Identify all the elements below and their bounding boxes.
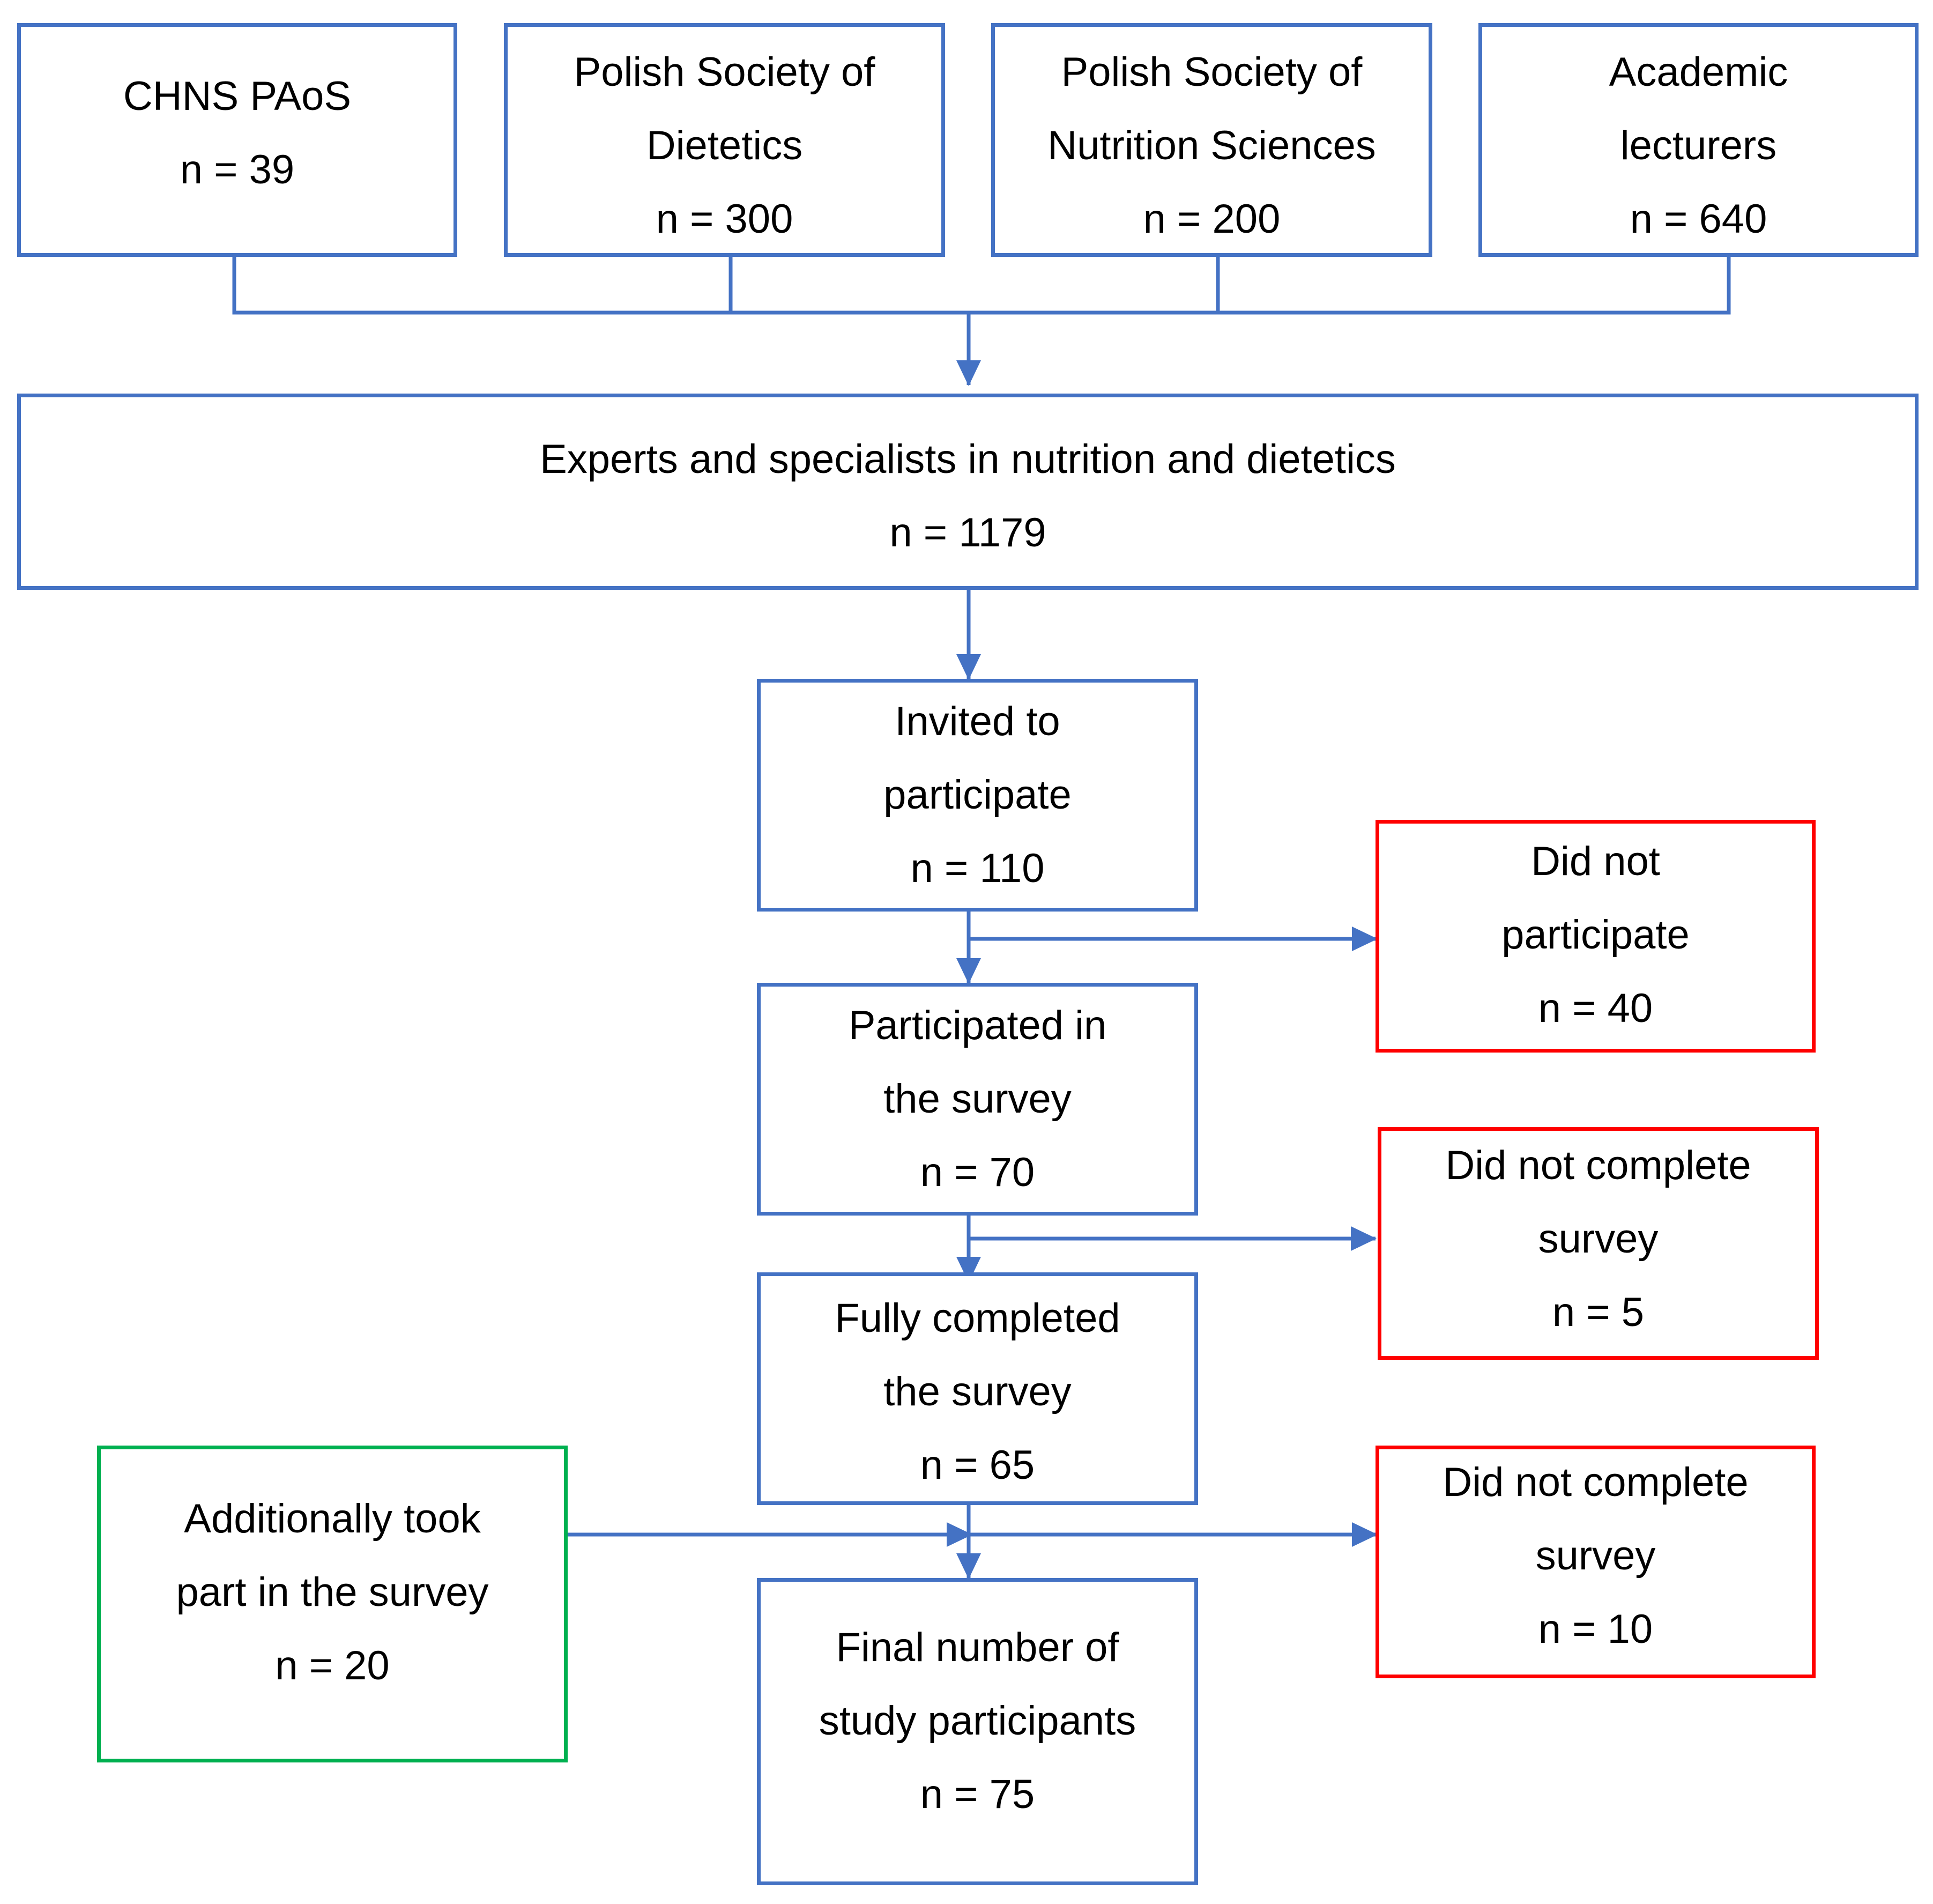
source-name-line: Dietetics — [646, 123, 803, 168]
step-label-line: study participants — [819, 1698, 1136, 1744]
exclusion-count: n = 40 — [1538, 986, 1653, 1031]
invited-box: Invited to participate n = 110 — [757, 679, 1198, 912]
experts-pool-box: Experts and specialists in nutrition and… — [17, 394, 1919, 590]
source-box-chns-paos: CHNS PAoS n = 39 — [17, 23, 457, 257]
did-not-complete-survey-box-1: Did not complete survey n = 5 — [1378, 1127, 1819, 1360]
pool-count: n = 1179 — [889, 510, 1046, 555]
pool-label: Experts and specialists in nutrition and… — [540, 436, 1396, 482]
exclusion-label-line: Did not complete — [1443, 1460, 1749, 1505]
additional-participants-box: Additionally took part in the survey n =… — [97, 1446, 568, 1762]
source-count: n = 300 — [656, 196, 793, 242]
exclusion-label-line: participate — [1501, 912, 1690, 958]
step-label-line: Participated in — [848, 1003, 1107, 1048]
step-label-line: Final number of — [836, 1625, 1119, 1670]
source-count: n = 39 — [180, 147, 295, 192]
sources-merge-connector — [232, 255, 1731, 315]
completed-box: Fully completed the survey n = 65 — [757, 1272, 1198, 1505]
exclusion-count: n = 5 — [1552, 1290, 1645, 1335]
step-count: n = 110 — [910, 846, 1045, 891]
source-name-line: Polish Society of — [574, 49, 875, 95]
step-count: n = 75 — [920, 1772, 1035, 1817]
step-label-line: the survey — [883, 1369, 1072, 1414]
source-name-line: Nutrition Sciences — [1047, 123, 1376, 168]
source-box-polish-society-nutrition-sciences: Polish Society of Nutrition Sciences n =… — [991, 23, 1432, 257]
exclusion-label-line: survey — [1538, 1216, 1659, 1262]
step-count: n = 65 — [920, 1442, 1035, 1488]
source-box-academic-lecturers: Academic lecturers n = 640 — [1478, 23, 1919, 257]
step-label-line: Fully completed — [835, 1295, 1120, 1341]
participated-box: Participated in the survey n = 70 — [757, 983, 1198, 1216]
exclusion-label-line: Did not complete — [1445, 1143, 1751, 1188]
source-name: CHNS PAoS — [123, 73, 352, 119]
addition-label-line: part in the survey — [176, 1569, 489, 1615]
exclusion-label-line: Did not — [1531, 839, 1660, 884]
did-not-participate-box: Did not participate n = 40 — [1376, 820, 1816, 1053]
step-count: n = 70 — [920, 1150, 1035, 1195]
step-label-line: Invited to — [895, 699, 1060, 744]
source-name-line: lecturers — [1620, 123, 1777, 168]
final-participants-box: Final number of study participants n = 7… — [757, 1578, 1198, 1885]
addition-label-line: Additionally took — [184, 1496, 481, 1542]
source-box-polish-society-dietetics: Polish Society of Dietetics n = 300 — [504, 23, 945, 257]
exclusion-count: n = 10 — [1538, 1606, 1653, 1652]
did-not-complete-survey-box-2: Did not complete survey n = 10 — [1376, 1446, 1816, 1678]
source-count: n = 200 — [1143, 196, 1281, 242]
source-name-line: Academic — [1609, 49, 1788, 95]
addition-count: n = 20 — [275, 1643, 390, 1688]
step-label-line: the survey — [883, 1076, 1072, 1122]
source-name-line: Polish Society of — [1061, 49, 1363, 95]
exclusion-label-line: survey — [1535, 1533, 1656, 1579]
source-count: n = 640 — [1630, 196, 1767, 242]
step-label-line: participate — [883, 772, 1072, 818]
